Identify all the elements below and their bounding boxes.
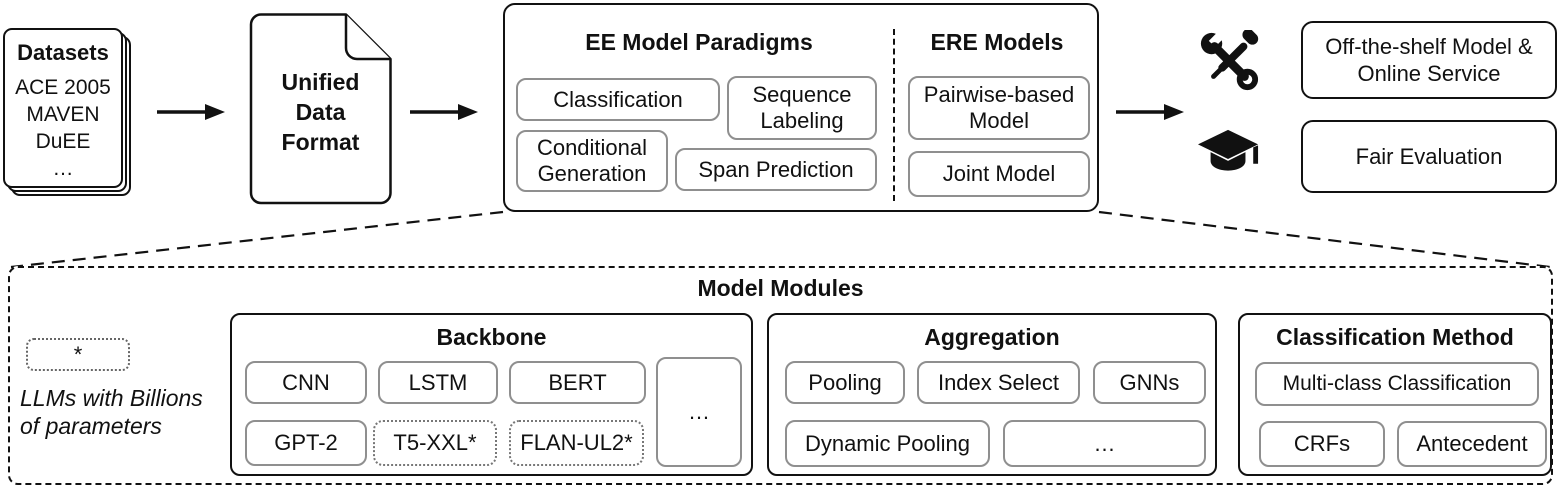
- aggregation-title: Aggregation: [924, 324, 1060, 350]
- paradigm-pill-conditional-generation: Conditional Generation: [516, 130, 668, 192]
- backbone-pill-cnn: CNN: [245, 361, 367, 404]
- arrow-right-icon: [157, 104, 225, 120]
- ee-paradigms-title: EE Model Paradigms: [585, 29, 813, 55]
- backbone-pill-lstm: LSTM: [378, 361, 498, 404]
- paradigm-pill-sequence-labeling: Sequence Labeling: [727, 76, 877, 140]
- classification-pill-multiclass: Multi-class Classification: [1255, 362, 1539, 406]
- unified-line: Data: [295, 98, 346, 125]
- backbone-pill-gpt2: GPT-2: [245, 420, 367, 466]
- off-the-shelf-box: Off-the-shelf Model & Online Service: [1301, 21, 1557, 99]
- tools-icon: [1200, 30, 1259, 91]
- graduation-cap-icon: [1198, 129, 1259, 171]
- section-divider: [893, 29, 895, 201]
- connector-right: [1098, 210, 1551, 269]
- unified-line: Unified: [281, 69, 360, 95]
- backbone-title: Backbone: [436, 324, 547, 350]
- dataset-item-ellipsis: …: [52, 156, 74, 180]
- document-icon: [249, 13, 392, 205]
- ere-pill-pairwise-model: Pairwise-based Model: [908, 76, 1090, 140]
- arrow-right-icon: [410, 104, 478, 120]
- connector-left: [10, 210, 504, 269]
- model-modules-box: Model Modules * LLMs with Billions of pa…: [8, 266, 1553, 485]
- off-the-shelf-line: Off-the-shelf Model &: [1325, 33, 1533, 59]
- backbone-pill-flanul2: FLAN-UL2*: [509, 420, 644, 466]
- ere-models-title: ERE Models: [930, 29, 1064, 55]
- dataset-item: MAVEN: [26, 102, 100, 126]
- paradigm-pill-span-prediction: Span Prediction: [675, 148, 877, 191]
- model-modules-title: Model Modules: [697, 275, 864, 301]
- datasets-list: ACE 2005 MAVEN DuEE …: [15, 75, 111, 183]
- classification-pill-crfs: CRFs: [1259, 421, 1385, 467]
- unified-line: Format: [281, 128, 360, 155]
- classification-method-title: Classification Method: [1276, 324, 1514, 350]
- aggregation-pill-more: …: [1003, 420, 1206, 467]
- aggregation-pill-gnns: GNNs: [1093, 361, 1206, 404]
- datasets-card: Datasets ACE 2005 MAVEN DuEE …: [3, 28, 123, 188]
- dataset-item: ACE 2005: [15, 76, 111, 99]
- arrow-right-icon: [1116, 104, 1184, 120]
- asterisk-legend-box: *: [26, 338, 130, 371]
- backbone-group: Backbone CNN LSTM BERT … GPT-2 T5-XXL* F…: [230, 313, 753, 476]
- aggregation-group: Aggregation Pooling Index Select GNNs Dy…: [767, 313, 1217, 476]
- models-box: EE Model Paradigms ERE Models Classifica…: [503, 3, 1099, 212]
- fair-evaluation-label: Fair Evaluation: [1355, 143, 1503, 169]
- llm-legend-note: LLMs with Billions of parameters: [20, 384, 245, 440]
- backbone-pill-t5xxl: T5-XXL*: [373, 420, 497, 466]
- aggregation-pill-dynamic-pooling: Dynamic Pooling: [785, 420, 990, 467]
- off-the-shelf-line: Online Service: [1357, 61, 1501, 86]
- backbone-pill-more: …: [656, 357, 742, 467]
- datasets-title: Datasets: [17, 40, 109, 65]
- classification-pill-antecedent: Antecedent: [1397, 421, 1547, 467]
- asterisk-symbol: *: [73, 341, 83, 367]
- llm-legend-line: of parameters: [20, 413, 162, 440]
- classification-method-group: Classification Method Multi-class Classi…: [1238, 313, 1552, 476]
- ere-pill-joint-model: Joint Model: [908, 151, 1090, 197]
- dataset-item: DuEE: [35, 129, 91, 153]
- aggregation-pill-pooling: Pooling: [785, 361, 905, 404]
- llm-legend-line: LLMs with Billions: [20, 385, 203, 411]
- unified-data-format-label: Unified Data Format: [249, 68, 392, 158]
- backbone-pill-bert: BERT: [509, 361, 646, 404]
- fair-evaluation-box: Fair Evaluation: [1301, 120, 1557, 193]
- aggregation-pill-index-select: Index Select: [917, 361, 1080, 404]
- paradigm-pill-classification: Classification: [516, 78, 720, 121]
